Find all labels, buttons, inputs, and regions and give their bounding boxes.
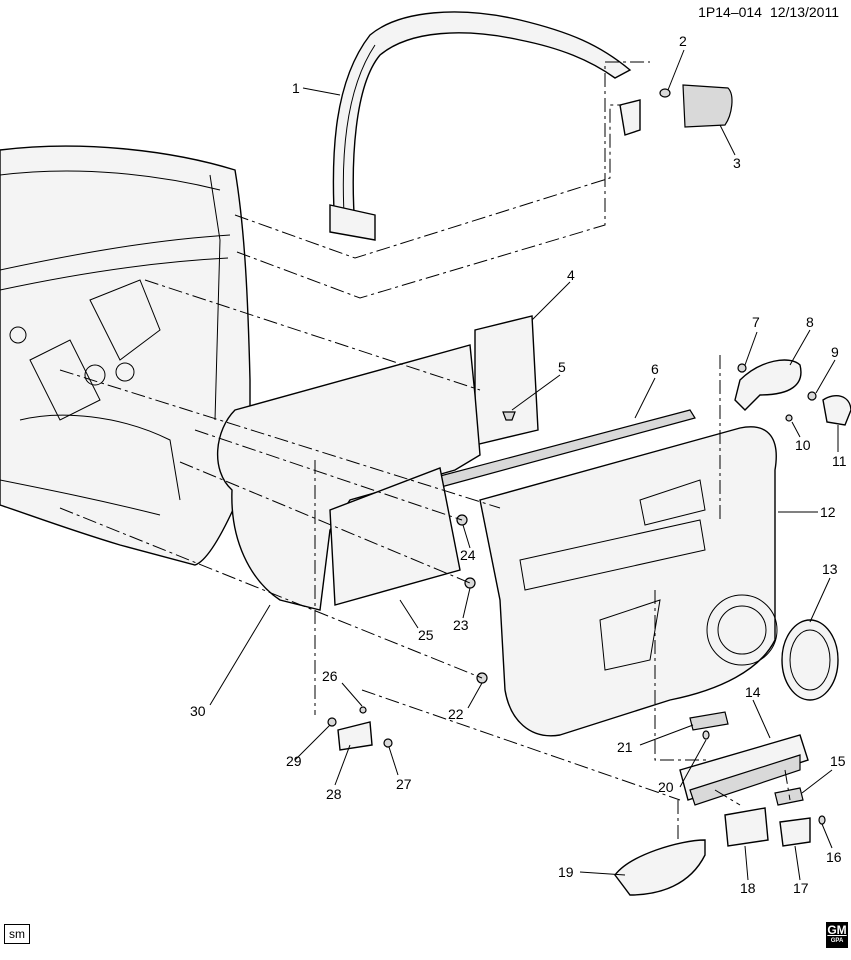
callout-7: 7 <box>752 314 760 330</box>
part-20-screw <box>702 730 710 740</box>
part-2-clip <box>659 88 671 98</box>
callout-17: 17 <box>793 880 809 896</box>
callout-15: 15 <box>830 753 846 769</box>
part-3-corner-trim <box>682 84 733 128</box>
callout-1: 1 <box>292 80 300 96</box>
callout-28: 28 <box>326 786 342 802</box>
callout-6: 6 <box>651 361 659 377</box>
callout-8: 8 <box>806 314 814 330</box>
part-27-screw <box>383 738 393 748</box>
callout-16: 16 <box>826 849 842 865</box>
part-16-screw <box>818 815 826 825</box>
callout-21: 21 <box>617 739 633 755</box>
diagram-code: 1P14–014 <box>698 4 762 20</box>
phantom-lines <box>59 61 791 840</box>
callout-10: 10 <box>795 437 811 453</box>
part-5-push-pin <box>502 411 516 421</box>
callout-9: 9 <box>831 344 839 360</box>
sm-badge: sm <box>4 924 30 944</box>
callout-labels: 1 2 3 4 5 6 7 8 9 10 11 12 13 14 15 16 1… <box>190 33 847 896</box>
door-inner-panel <box>0 145 251 566</box>
part-7-clip <box>737 363 747 373</box>
part-11-cover <box>822 394 851 426</box>
callout-13: 13 <box>822 561 838 577</box>
callout-30: 30 <box>190 703 206 719</box>
callout-18: 18 <box>740 880 756 896</box>
part-14-switch-bezel <box>679 734 809 806</box>
part-13-speaker-grille <box>781 619 839 701</box>
callout-3: 3 <box>733 155 741 171</box>
diagram-date: 12/13/2011 <box>769 4 839 20</box>
callout-25: 25 <box>418 627 434 643</box>
callout-2: 2 <box>679 33 687 49</box>
callout-14: 14 <box>745 684 761 700</box>
callout-5: 5 <box>558 359 566 375</box>
callout-19: 19 <box>558 864 574 880</box>
callout-20: 20 <box>658 779 674 795</box>
part-21-insulator <box>689 711 729 731</box>
callout-11: 11 <box>832 453 847 469</box>
gm-logo: GM GPA <box>826 922 848 948</box>
callout-26: 26 <box>322 668 338 684</box>
callout-29: 29 <box>286 753 302 769</box>
part-12-door-trim-panel <box>479 426 778 737</box>
callout-4: 4 <box>567 267 575 283</box>
leader-lines <box>209 49 839 881</box>
part-19-armrest-pad <box>614 839 706 896</box>
callout-22: 22 <box>448 706 464 722</box>
part-9-screw <box>807 391 817 401</box>
part-18-window-switch <box>724 807 769 847</box>
diagram-header: 1P14–014 12/13/2011 <box>698 4 839 20</box>
callout-27: 27 <box>396 776 412 792</box>
part-26-clip <box>359 706 367 714</box>
gm-logo-main: GM <box>827 923 847 937</box>
part-28-bracket <box>337 721 373 751</box>
gm-logo-sub: GPA <box>830 938 844 944</box>
part-10-screw <box>785 414 793 422</box>
part-1-window-molding <box>329 11 641 241</box>
callout-23: 23 <box>453 617 469 633</box>
part-8-inside-handle <box>734 359 802 411</box>
callout-12: 12 <box>820 504 836 520</box>
callout-24: 24 <box>460 547 476 563</box>
part-17-mirror-switch <box>779 817 811 847</box>
part-23-fastener <box>464 577 476 589</box>
part-25-sound-pad <box>329 467 461 606</box>
part-29-nut <box>327 717 337 727</box>
part-4-deflector <box>474 315 539 446</box>
